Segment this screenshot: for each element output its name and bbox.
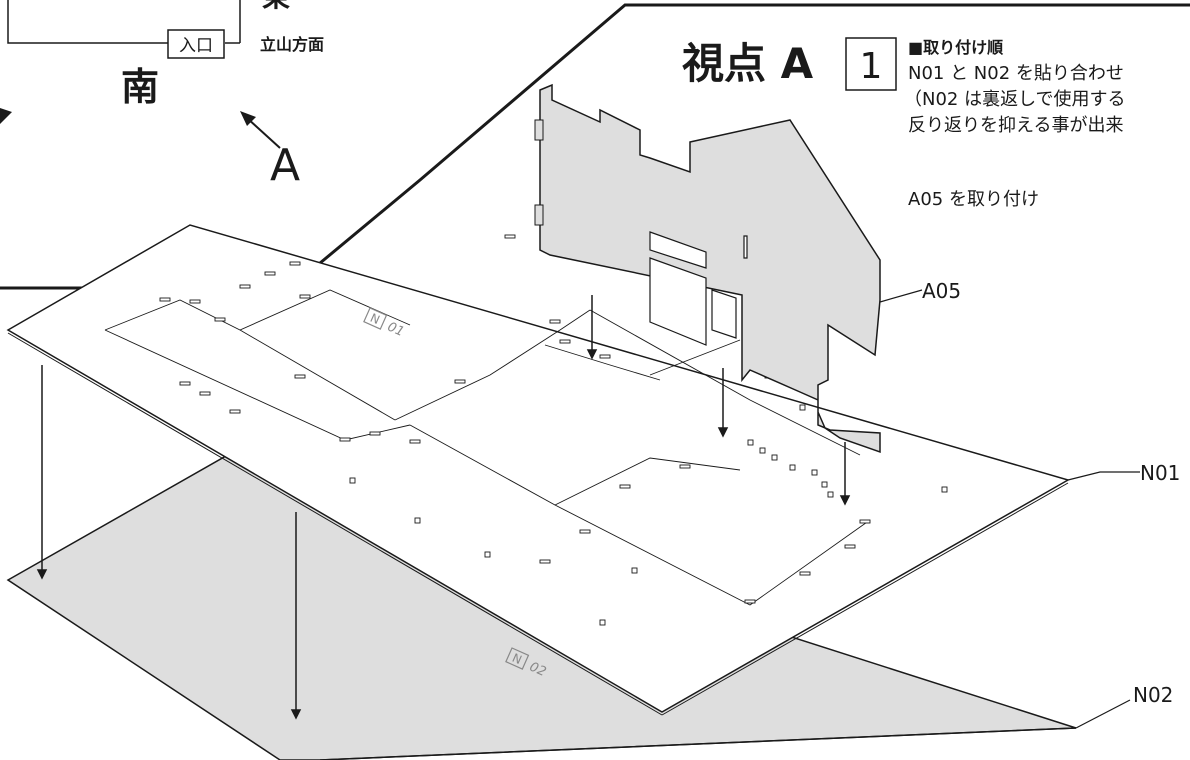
n02-label: N02 — [1133, 683, 1173, 707]
down-arrow-icon — [839, 442, 851, 506]
viewpoint-arrow-icon — [240, 111, 281, 149]
svg-text:01: 01 — [385, 320, 406, 340]
entrance-box — [167, 29, 225, 59]
direction-south: 南 — [121, 65, 159, 109]
direction-east: 東 — [262, 0, 290, 13]
down-arrow-icon — [717, 368, 729, 438]
instructions-block: ■取り付け順 N01 と N02 を貼り合わせ （N02 は裏返しで使用する 反… — [904, 38, 1126, 210]
down-arrow-icon — [586, 295, 598, 360]
step-number: 1 — [860, 46, 883, 87]
step-box — [845, 37, 897, 91]
down-arrow-icon — [290, 512, 302, 720]
direction-east-note: 立山方面 — [260, 35, 324, 54]
viewpoint-label: A — [270, 140, 300, 191]
instruction-step2: A05 を取り付け — [908, 189, 1039, 210]
instruction-line: N01 と N02 を貼り合わせ — [908, 63, 1124, 84]
part-labels: A05 N01 N02 — [879, 279, 1180, 729]
a05-label: A05 — [922, 279, 961, 303]
svg-text:02: 02 — [527, 660, 548, 680]
n01-part-mark: N 01 — [363, 307, 406, 340]
instructions-heading: ■取り付け順 — [908, 38, 1004, 57]
map-building-outline — [7, 0, 168, 44]
assembly-arrows — [36, 295, 851, 720]
view-title: 視点 A — [682, 39, 814, 88]
instruction-line: （N02 は裏返しで使用する — [904, 89, 1126, 110]
orientation-map: 入口 東 立山方面 南 A — [0, 0, 1190, 290]
instruction-line: 反り返りを抑える事が出来 — [908, 115, 1123, 136]
down-arrow-icon — [36, 365, 48, 580]
a05-part — [534, 83, 881, 454]
slot-marks — [159, 234, 948, 626]
n01-label: N01 — [1140, 461, 1180, 485]
entrance-label: 入口 — [179, 36, 213, 56]
n01-panel: N 01 — [6, 224, 1070, 716]
left-arrow-icon — [0, 108, 12, 124]
